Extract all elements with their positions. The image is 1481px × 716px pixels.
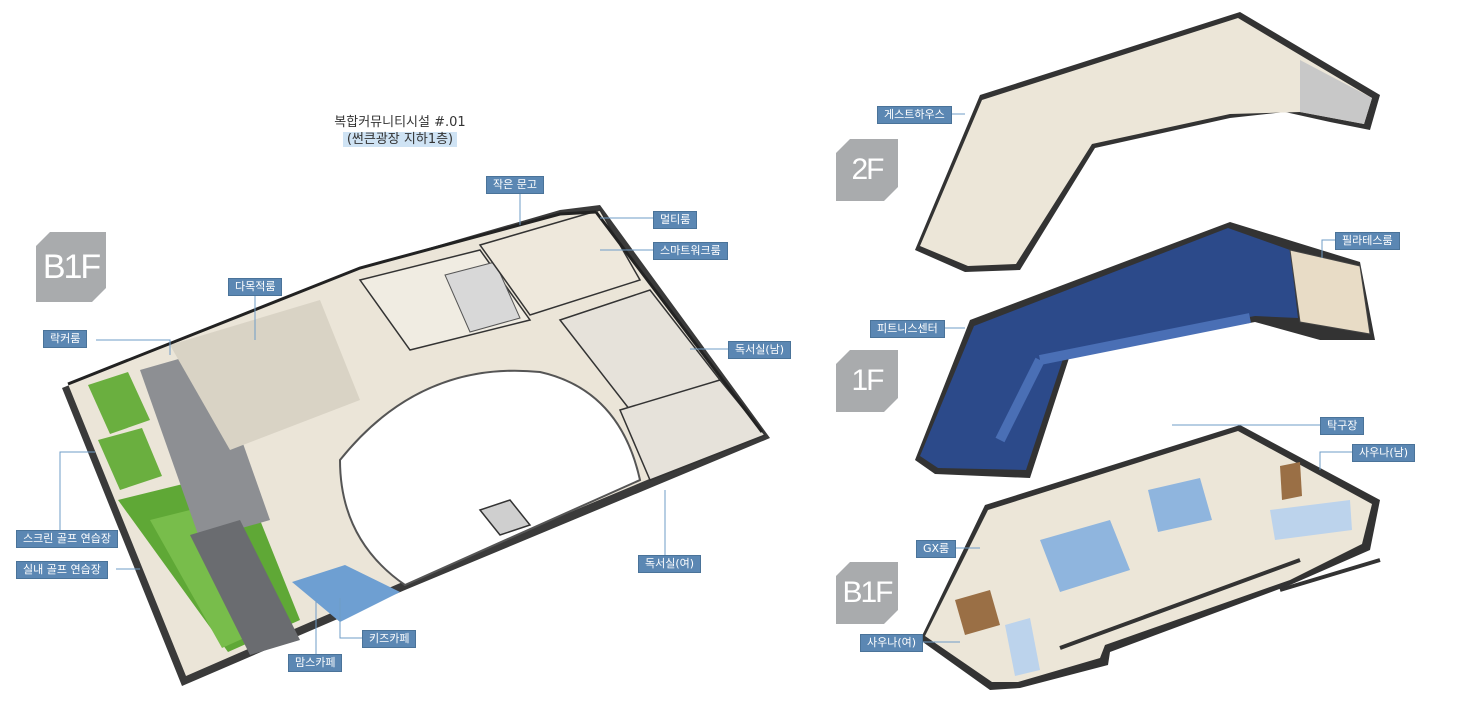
floor-badge-2f: 2F [836, 139, 898, 201]
floor-badge-1f: 1F [836, 350, 898, 412]
floor-badge-b1f-right: B1F [836, 562, 898, 624]
b1f-right-plan [917, 424, 1381, 690]
diagram-subtitle-text: (썬큰광장 지하1층) [342, 132, 458, 147]
label-sauna-men: 사우나(남) [1352, 444, 1416, 462]
label-table-tennis: 탁구장 [1320, 417, 1365, 435]
label-guest-house: 게스트하우스 [877, 106, 952, 124]
label-study-room-men: 독서실(남) [728, 341, 792, 359]
label-sauna-women: 사우나(여) [860, 634, 924, 652]
label-moms-cafe: 맘스카페 [288, 654, 343, 672]
diagram-title: 복합커뮤니티시설 #.01 [334, 115, 466, 130]
label-gx-room: GX룸 [916, 540, 957, 558]
label-screen-golf: 스크린 골프 연습장 [16, 530, 118, 548]
label-smart-work-room: 스마트워크룸 [653, 242, 728, 260]
label-pilates-room: 필라테스룸 [1335, 232, 1400, 250]
label-multi-room: 멀티룸 [653, 211, 698, 229]
label-locker-room: 락커룸 [43, 330, 88, 348]
f2-plan [905, 12, 1380, 272]
label-multipurpose-room: 다목적룸 [228, 278, 283, 296]
label-fitness-center: 피트니스센터 [870, 320, 945, 338]
label-indoor-golf: 실내 골프 연습장 [16, 561, 108, 579]
diagram-subtitle: (썬큰광장 지하1층) [300, 128, 500, 147]
f1-plan [915, 222, 1375, 478]
label-small-library: 작은 문고 [486, 176, 544, 194]
b1f-main-plan [59, 190, 770, 686]
label-kids-cafe: 키즈카페 [362, 630, 417, 648]
floor-badge-b1f-main: B1F [36, 232, 106, 302]
label-study-room-women: 독서실(여) [638, 555, 702, 573]
